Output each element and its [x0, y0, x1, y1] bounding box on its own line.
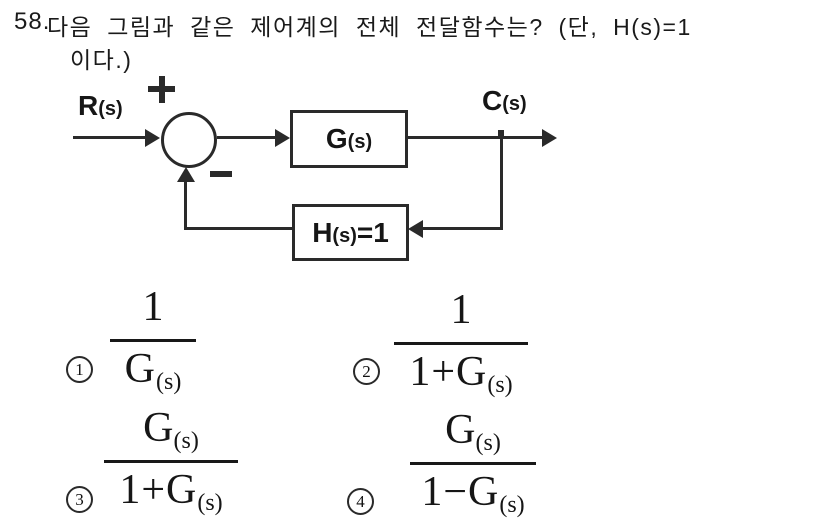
feedback-block-H: H(s)=1	[292, 204, 409, 261]
question-text-line1: 다음 그림과 같은 제어계의 전체 전달함수는? (단, H(s)=1	[47, 14, 692, 40]
choice-2-numerator: 1	[450, 287, 472, 333]
minus-sign	[210, 171, 232, 177]
output-signal-label: C(s)	[482, 85, 527, 116]
forward-arrowhead-icon	[275, 129, 290, 147]
forward-block-G: G(s)	[290, 110, 408, 168]
choice-2-fraction: 1 1+G(s)	[394, 287, 528, 398]
choice-2-denominator: 1+G(s)	[394, 342, 528, 398]
feedback-right-line	[421, 227, 503, 230]
choice-4-fraction: G(s) 1−G(s)	[410, 407, 536, 518]
feedback-arrowhead-icon	[408, 220, 423, 238]
choice-4-denominator: 1−G(s)	[410, 462, 536, 518]
summing-junction	[161, 112, 217, 168]
choice-1-fraction: 1 G(s)	[110, 284, 196, 395]
choice-1-marker: 1	[66, 356, 93, 383]
choice-3-fraction: G(s) 1+G(s)	[104, 405, 238, 516]
input-line	[73, 136, 147, 139]
question-text-line2: 이다.)	[70, 47, 133, 73]
choice-3-denominator: 1+G(s)	[104, 460, 238, 516]
choice-3-marker: 3	[66, 486, 93, 513]
choice-4-numerator: G(s)	[445, 407, 501, 456]
feedback-up-line	[184, 176, 187, 230]
input-signal-label: R(s)	[78, 90, 123, 121]
choice-3-numerator: G(s)	[143, 405, 199, 454]
choice-4-marker: 4	[347, 488, 374, 515]
branch-point	[498, 130, 504, 139]
output-arrowhead-icon	[542, 129, 557, 147]
input-arrowhead-icon	[145, 129, 160, 147]
feedback-down-line	[500, 138, 503, 229]
choice-1-numerator: 1	[142, 284, 164, 330]
summing-to-forward-line	[217, 136, 277, 139]
output-line	[407, 136, 543, 139]
feedback-left-line	[184, 227, 292, 230]
feedback-up-arrowhead-icon	[177, 167, 195, 182]
choice-1-denominator: G(s)	[110, 339, 196, 395]
plus-sign	[159, 76, 165, 103]
choice-2-marker: 2	[353, 358, 380, 385]
question-number: 58.	[14, 8, 51, 35]
